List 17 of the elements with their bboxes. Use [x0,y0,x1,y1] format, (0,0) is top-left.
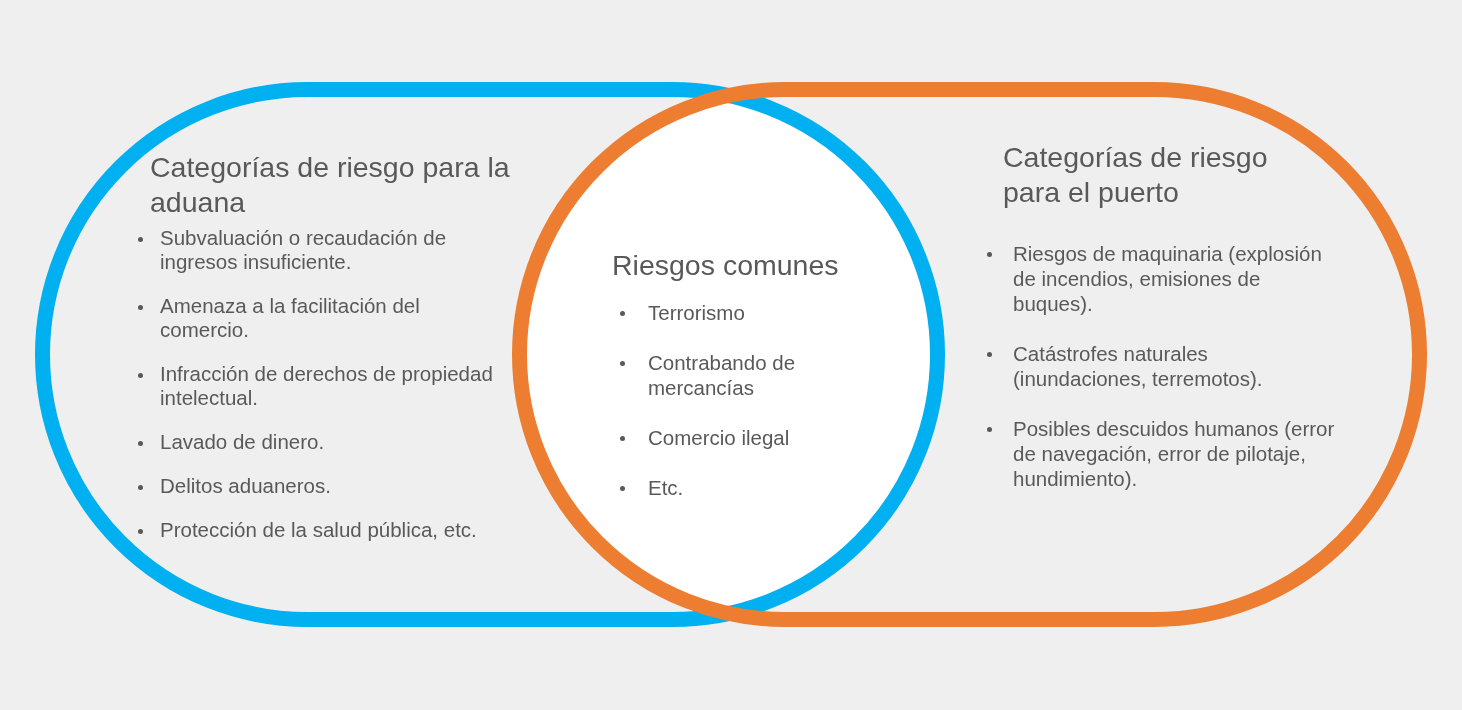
list-item: Posibles descuidos humanos (error de navegación, error de pilotaje, hundimiento). [1013,416,1336,491]
list-item: Delitos aduaneros. [160,474,332,498]
list-item: Subvaluación o recaudación de ingresos insuficiente. [160,226,448,274]
list-item: Infracción de derechos de propiedad intelectual. [160,362,494,410]
list-item: Contrabando de mercancías [648,350,797,400]
list-item: Protección de la salud pública, etc. [160,518,478,542]
list-item: Etc. [648,475,685,500]
list-item: Amenaza a la facilitación del comercio. [160,294,421,342]
pill-ring [512,82,1427,627]
list-item: Riesgos de maquinaria (explosión de incendios, emisiones de buques). [1013,241,1323,316]
set-heading: Categorías de riesgo para la aduana [150,150,511,220]
list-item: Comercio ilegal [648,425,791,450]
list-item: Lavado de dinero. [160,430,326,454]
list-item: Terrorismo [648,300,746,325]
set-heading: Riesgos comunes [612,248,840,283]
set-heading: Categorías de riesgo para el puerto [1003,140,1269,210]
list-item: Catástrofes naturales (inundaciones, terremotos). [1013,341,1264,391]
